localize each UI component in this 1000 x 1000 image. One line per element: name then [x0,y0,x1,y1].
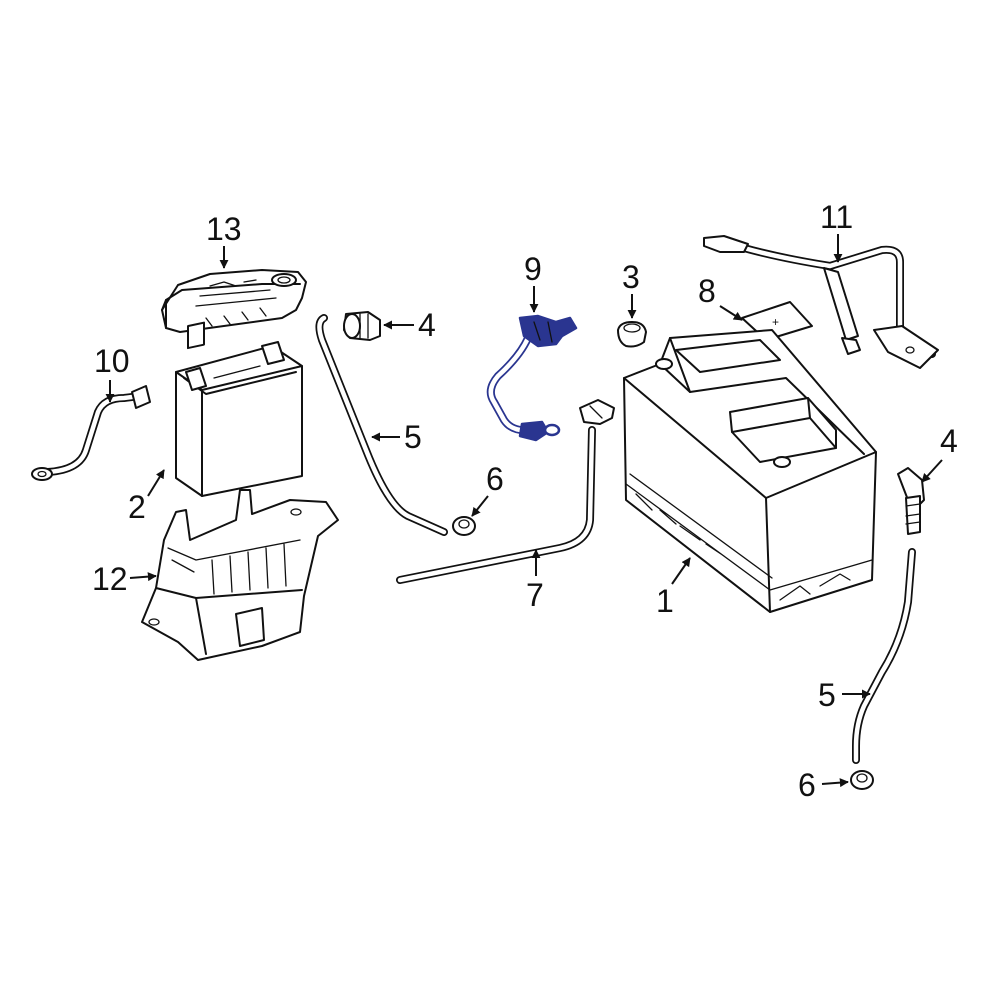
callout-11: 11 [820,199,853,263]
vent-elbow-upper-part [343,311,381,341]
vent-hose-left-part [315,314,448,536]
battery-tray-part [141,489,339,661]
callout-5-right: 5 [818,677,871,713]
callout-4-upper: 4 [383,307,436,343]
grommet-left-part [452,516,476,536]
battery-cover-part [161,269,307,333]
callout-8: 8 [698,273,743,321]
callout-13: 13 [206,211,242,269]
callout-5-left: 5 [371,419,422,455]
callout-13-number: 13 [206,211,242,247]
callout-3-number: 3 [622,259,640,295]
callout-4-right-number: 4 [940,423,958,459]
hold-down-bracket-part [703,235,939,369]
callout-4-right: 4 [921,423,958,483]
callout-11-number: 11 [820,199,853,235]
grommet-right-part [850,770,874,790]
main-battery-part [623,329,877,613]
terminal-cap-part [617,321,647,348]
callout-12: 12 [92,561,157,597]
callout-7: 7 [526,549,544,613]
callout-3: 3 [622,259,640,319]
callout-4-upper-number: 4 [418,307,436,343]
callout-5-left-number: 5 [404,419,422,455]
callout-6-left: 6 [471,461,504,517]
callout-9-number: 9 [524,251,542,287]
callout-1-number: 1 [656,583,674,619]
callout-10: 10 [94,343,130,403]
callout-2: 2 [128,469,165,525]
callout-8-number: 8 [698,273,716,309]
callout-2-number: 2 [128,489,146,525]
ground-cable-part [31,385,151,481]
callout-10-number: 10 [94,343,130,379]
callout-5-right-number: 5 [818,677,836,713]
callout-6-left-number: 6 [486,461,504,497]
callout-9: 9 [524,251,542,313]
vent-elbow-right-part [897,467,925,535]
terminal-cable-part [396,399,615,584]
callout-6-right-number: 6 [798,767,816,803]
callout-7-number: 7 [526,577,544,613]
callout-6-right: 6 [798,767,849,803]
terminal-mark-label: + [772,315,779,329]
small-battery-part [175,321,303,497]
vent-hose-right-part [852,548,916,764]
callout-1: 1 [656,557,691,619]
positive-cable-highlighted-part [486,314,578,442]
callout-12-number: 12 [92,561,128,597]
